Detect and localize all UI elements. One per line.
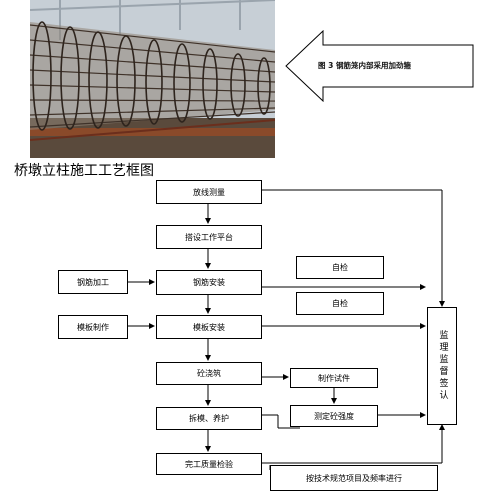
step-survey: 放线测量	[156, 180, 262, 204]
step-rebar-process: 钢筋加工	[58, 270, 128, 294]
step-self-check-1: 自检	[296, 256, 384, 279]
step-specimen: 制作试件	[290, 368, 378, 388]
step-rebar-install: 钢筋安装	[156, 270, 262, 295]
flowchart-title: 桥墩立柱施工工艺框图	[14, 163, 154, 179]
photo-caption: 图 3 钢筋笼内部采用加劲箍	[318, 61, 411, 70]
step-supervisor: 监理监督签认	[427, 307, 457, 425]
step-remove-cure: 拆模、养护	[156, 407, 262, 430]
step-self-check-2: 自检	[296, 292, 384, 315]
step-formwork-make: 模板制作	[58, 315, 128, 339]
callout-arrow-icon	[285, 30, 474, 102]
step-final-check: 完工质量检验	[156, 453, 262, 475]
step-tech-spec: 按技术规范项目及频率进行	[270, 465, 438, 491]
step-strength: 测定砼强度	[290, 405, 378, 427]
step-formwork-install: 模板安装	[156, 315, 262, 339]
step-platform: 搭设工作平台	[156, 225, 262, 249]
supervisor-label: 监理监督签认	[437, 330, 448, 402]
rebar-cage-photo	[30, 0, 275, 158]
step-concrete: 砼浇筑	[156, 362, 262, 385]
